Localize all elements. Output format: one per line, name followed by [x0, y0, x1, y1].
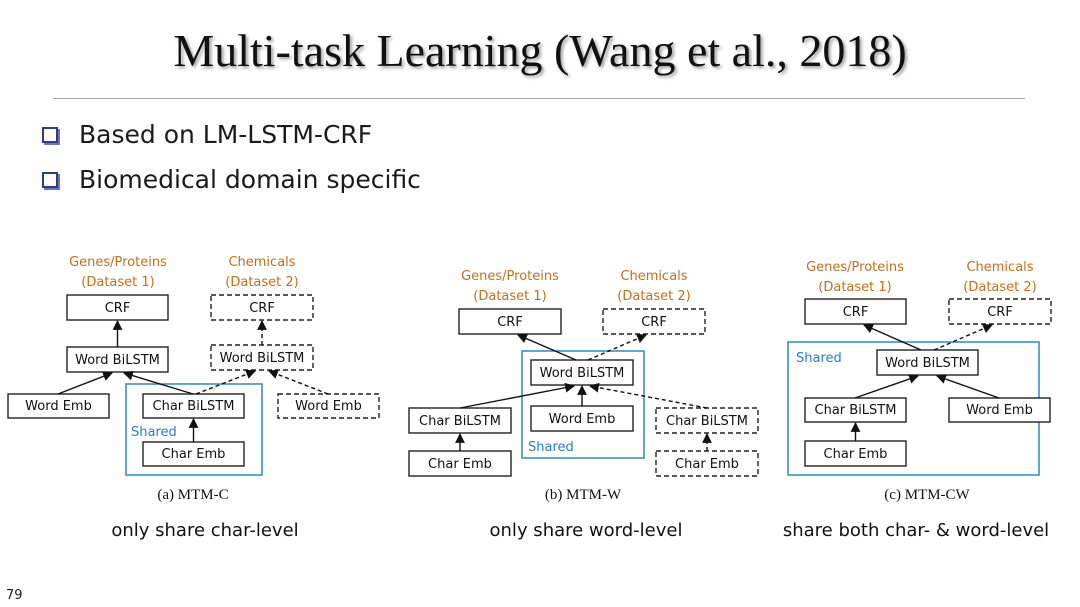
char-bilstm-node: Char BiLSTM	[804, 397, 907, 423]
svg-text:Char BiLSTM: Char BiLSTM	[666, 414, 748, 429]
slide-title: Multi-task Learning (Wang et al., 2018)	[173, 25, 907, 76]
shared-region	[125, 383, 263, 476]
panel-caption: (b) MTM-W	[545, 487, 622, 503]
edge	[854, 374, 919, 399]
shared-label: Shared	[796, 351, 842, 366]
char-emb-node: Char Emb	[804, 440, 907, 467]
word-bilstm-node: Word BiLSTM	[530, 359, 634, 386]
shared-label: Shared	[131, 425, 177, 440]
svg-text:Chemicals: Chemicals	[966, 260, 1033, 275]
task-label-chemicals: Chemicals (Dataset 2)	[963, 260, 1036, 295]
svg-text:CRF: CRF	[843, 305, 869, 320]
bullet-list: Based on LM-LSTM-CRF Biomedical domain s…	[42, 112, 421, 202]
edge	[589, 382, 708, 409]
edge	[268, 369, 329, 395]
svg-text:Word Emb: Word Emb	[966, 403, 1033, 418]
svg-text:CRF: CRF	[641, 315, 667, 330]
panel-mtm-c: Genes/Proteins (Dataset 1) Chemicals (Da…	[7, 255, 380, 541]
crf-node-task2: CRF	[602, 308, 706, 335]
svg-text:CRF: CRF	[497, 315, 523, 330]
char-emb-node: Char Emb	[142, 441, 245, 467]
panel-mtm-w: Genes/Proteins (Dataset 1) Chemicals (Da…	[408, 269, 759, 541]
crf-node-task2: CRF	[948, 298, 1052, 325]
char-emb-node-task2: Char Emb	[655, 450, 759, 477]
word-bilstm-node-task2: Word BiLSTM	[210, 344, 314, 371]
bullet-item: Biomedical domain specific	[42, 157, 421, 202]
panel-mtm-cw: Genes/Proteins (Dataset 1) Chemicals (Da…	[783, 260, 1052, 541]
edge	[195, 369, 256, 395]
bullet-text: Based on LM-LSTM-CRF	[79, 120, 373, 149]
edge	[57, 371, 113, 395]
panel-caption: (a) MTM-C	[157, 487, 228, 503]
bullet-item: Based on LM-LSTM-CRF	[42, 112, 421, 157]
char-bilstm-node-task2: Char BiLSTM	[655, 407, 759, 434]
edge	[863, 324, 922, 351]
svg-text:Char Emb: Char Emb	[162, 447, 226, 462]
svg-text:Char Emb: Char Emb	[824, 447, 888, 462]
panel-caption: (c) MTM-CW	[884, 487, 970, 503]
svg-text:(Dataset 1): (Dataset 1)	[81, 275, 154, 290]
crf-node: CRF	[66, 294, 169, 321]
svg-text:Word BiLSTM: Word BiLSTM	[75, 353, 160, 368]
word-emb-node: Word Emb	[948, 397, 1051, 423]
crf-node: CRF	[804, 298, 907, 325]
svg-text:Char BiLSTM: Char BiLSTM	[419, 414, 501, 429]
svg-text:Chemicals: Chemicals	[620, 269, 687, 284]
svg-text:Genes/Proteins: Genes/Proteins	[69, 255, 167, 270]
mtm-architecture-diagram: Genes/Proteins (Dataset 1) Chemicals (Da…	[7, 255, 1052, 541]
task-label-genes: Genes/Proteins (Dataset 1)	[806, 260, 904, 295]
char-bilstm-node: Char BiLSTM	[408, 407, 512, 434]
svg-text:Word BiLSTM: Word BiLSTM	[220, 351, 305, 366]
char-emb-node: Char Emb	[408, 450, 512, 477]
title-divider	[53, 98, 1025, 99]
svg-text:Genes/Proteins: Genes/Proteins	[806, 260, 904, 275]
svg-text:Char BiLSTM: Char BiLSTM	[153, 399, 235, 414]
crf-node-task2: CRF	[210, 294, 314, 321]
svg-text:Word BiLSTM: Word BiLSTM	[885, 356, 970, 371]
edge	[933, 323, 993, 351]
svg-text:Char Emb: Char Emb	[675, 457, 739, 472]
edge	[936, 374, 1000, 399]
word-emb-node: Word Emb	[7, 393, 110, 419]
square-bullet-icon	[42, 171, 58, 188]
svg-text:Word Emb: Word Emb	[549, 412, 616, 427]
svg-text:(Dataset 2): (Dataset 2)	[617, 289, 690, 304]
task-label-genes: Genes/Proteins (Dataset 1)	[69, 255, 167, 290]
svg-text:Char BiLSTM: Char BiLSTM	[815, 403, 897, 418]
svg-text:Word Emb: Word Emb	[295, 399, 362, 414]
panel-note: only share word-level	[490, 520, 683, 541]
svg-text:Word Emb: Word Emb	[25, 399, 92, 414]
svg-text:(Dataset 1): (Dataset 1)	[473, 289, 546, 304]
word-emb-node: Word Emb	[530, 405, 634, 432]
edge	[459, 382, 575, 409]
svg-text:(Dataset 1): (Dataset 1)	[818, 280, 891, 295]
svg-text:Word BiLSTM: Word BiLSTM	[540, 366, 625, 381]
svg-text:Genes/Proteins: Genes/Proteins	[461, 269, 559, 284]
task-label-genes: Genes/Proteins (Dataset 1)	[461, 269, 559, 304]
char-bilstm-node: Char BiLSTM	[142, 393, 245, 419]
crf-node: CRF	[458, 308, 562, 335]
panel-note: only share char-level	[111, 520, 298, 541]
svg-text:(Dataset 2): (Dataset 2)	[225, 275, 298, 290]
task-label-chemicals: Chemicals (Dataset 2)	[617, 269, 690, 304]
svg-text:CRF: CRF	[987, 305, 1013, 320]
shared-label: Shared	[528, 440, 574, 455]
panel-note: share both char- & word-level	[783, 520, 1049, 541]
square-bullet-icon	[42, 126, 58, 143]
task-label-chemicals: Chemicals (Dataset 2)	[225, 255, 298, 290]
edge	[517, 333, 577, 361]
bullet-text: Biomedical domain specific	[79, 165, 421, 194]
word-bilstm-node: Word BiLSTM	[66, 346, 169, 373]
svg-text:Chemicals: Chemicals	[228, 255, 295, 270]
page-number: 79	[6, 588, 23, 603]
shared-region	[521, 350, 645, 459]
svg-text:CRF: CRF	[105, 301, 131, 316]
svg-text:Char Emb: Char Emb	[428, 457, 492, 472]
word-bilstm-node: Word BiLSTM	[876, 349, 979, 376]
edge	[587, 333, 647, 361]
svg-text:CRF: CRF	[249, 301, 275, 316]
edge	[123, 370, 194, 395]
word-emb-node-task2: Word Emb	[277, 393, 380, 419]
svg-text:(Dataset 2): (Dataset 2)	[963, 280, 1036, 295]
